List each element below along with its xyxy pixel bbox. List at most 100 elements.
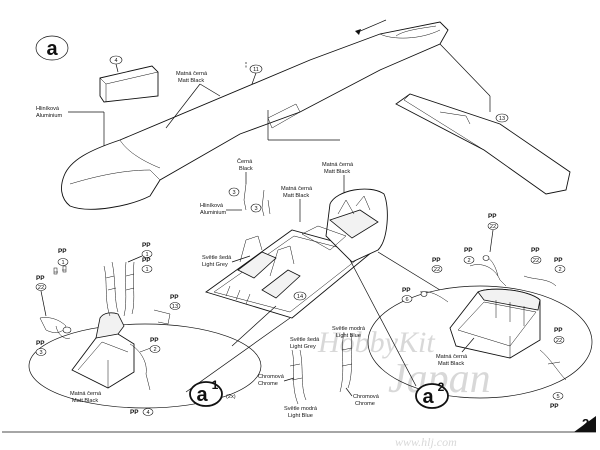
svg-text:Světle šedá: Světle šedá <box>290 337 320 343</box>
svg-text:Hliníková: Hliníková <box>200 203 224 209</box>
svg-text:a: a <box>46 38 58 60</box>
part-4-cover: 4 <box>99 55 159 103</box>
svg-text:1: 1 <box>145 267 148 273</box>
rear-bench-seat <box>449 288 541 359</box>
label-matt-black-fuselage: Matná černá Matt Black <box>165 71 221 129</box>
svg-text:3: 3 <box>254 206 257 212</box>
small-rod-parts: 3 3 <box>228 183 271 217</box>
part-11-fuselage-top: 11 <box>61 19 449 210</box>
svg-text:Matt Black: Matt Black <box>178 78 204 84</box>
svg-text:Chromová: Chromová <box>353 394 380 400</box>
svg-text:13: 13 <box>172 304 178 310</box>
label-light-grey-center: Světle šedá Light Grey <box>290 337 320 350</box>
label-light-grey-left: Světle šedá Light Grey <box>202 255 251 268</box>
subview-a2 <box>349 251 593 399</box>
svg-text:Matná černá: Matná černá <box>281 186 313 192</box>
svg-text:Hliníková: Hliníková <box>36 106 60 112</box>
svg-text:PP: PP <box>531 247 540 254</box>
label-light-blue-center: Světle modrá Light Blue <box>332 326 366 339</box>
subview-a1-badge: a 1 (2x) <box>189 378 236 407</box>
svg-text:Černá: Černá <box>237 158 253 165</box>
svg-text:2: 2 <box>438 380 445 394</box>
svg-text:PP: PP <box>58 248 67 255</box>
svg-text:3: 3 <box>39 350 42 356</box>
watermark: HobbyKit Japan www.hlj.com <box>317 326 491 449</box>
label-matt-black-cockpit-a: Matná černá Matt Black <box>281 186 313 222</box>
svg-text:(2x): (2x) <box>226 394 236 400</box>
pp-callouts-a2: PP 22 PP 2 PP 22 PP 2 PP 22 PP 6 PP 22 5… <box>401 213 566 410</box>
svg-text:1: 1 <box>212 378 219 392</box>
svg-text:PP: PP <box>130 409 139 416</box>
svg-text:Aluminium: Aluminium <box>36 113 62 119</box>
svg-text:PP: PP <box>36 275 45 282</box>
svg-text:Matná černá: Matná černá <box>436 354 468 360</box>
svg-text:a: a <box>422 386 434 408</box>
svg-text:Black: Black <box>239 166 253 172</box>
label-matt-black-seat-a2: Matná černá Matt Black <box>436 337 475 367</box>
part-14-cockpit-floor: 14 <box>204 229 373 319</box>
part-13-wing-panel: 13 <box>395 43 571 195</box>
svg-text:Light Blue: Light Blue <box>288 413 313 419</box>
svg-text:2: 2 <box>467 258 470 264</box>
front-seat-belts <box>39 261 171 391</box>
svg-text:Light Grey: Light Grey <box>202 262 228 268</box>
svg-text:Light Blue: Light Blue <box>336 333 361 339</box>
svg-text:22: 22 <box>556 338 562 344</box>
svg-text:PP: PP <box>550 403 559 410</box>
svg-text:Světle modrá: Světle modrá <box>284 406 318 412</box>
svg-text:11: 11 <box>253 67 259 73</box>
svg-text:Chrome: Chrome <box>355 401 375 407</box>
svg-text:Matná černá: Matná černá <box>70 391 102 397</box>
svg-text:Aluminium: Aluminium <box>200 210 226 216</box>
svg-text:1: 1 <box>145 252 148 258</box>
svg-text:Matná černá: Matná černá <box>176 71 208 77</box>
svg-text:PP: PP <box>554 327 563 334</box>
svg-text:2: 2 <box>582 416 589 431</box>
label-matt-black-seat-a1: Matná černá Matt Black <box>70 391 102 404</box>
svg-text:Matt Black: Matt Black <box>324 169 350 175</box>
svg-text:2: 2 <box>153 347 156 353</box>
front-seat <box>71 312 135 389</box>
center-belts <box>289 331 353 405</box>
svg-text:PP: PP <box>170 294 179 301</box>
label-light-blue-bottom: Světle modrá Light Blue <box>284 406 318 419</box>
svg-text:2: 2 <box>558 267 561 273</box>
svg-text:Matná černá: Matná černá <box>322 162 354 168</box>
svg-text:6: 6 <box>405 297 408 303</box>
svg-text:Světle modrá: Světle modrá <box>332 326 366 332</box>
label-aluminium-center: Hliníková Aluminium <box>200 203 242 216</box>
label-chrome-left: Chromová Chrome <box>258 374 295 387</box>
svg-text:5: 5 <box>556 394 559 400</box>
svg-text:PP: PP <box>464 247 473 254</box>
svg-text:PP: PP <box>150 337 159 344</box>
view-label-a: a <box>35 35 69 61</box>
watermark-line1: HobbyKit <box>317 326 435 359</box>
svg-text:a: a <box>196 384 208 406</box>
svg-text:Chromová: Chromová <box>258 374 285 380</box>
svg-text:22: 22 <box>38 285 44 291</box>
svg-text:PP: PP <box>142 242 151 249</box>
svg-text:22: 22 <box>490 224 496 230</box>
label-chrome-right: Chromová Chrome <box>345 387 380 407</box>
label-black-center: Černá Black <box>237 158 253 184</box>
svg-text:1: 1 <box>61 260 64 266</box>
svg-text:13: 13 <box>499 116 505 122</box>
watermark-url: www.hlj.com <box>395 435 457 449</box>
svg-text:22: 22 <box>434 267 440 273</box>
svg-text:22: 22 <box>533 258 539 264</box>
rear-bench-belts <box>419 255 567 381</box>
svg-text:Matt Black: Matt Black <box>438 361 464 367</box>
svg-text:Matt Black: Matt Black <box>283 193 309 199</box>
svg-text:3: 3 <box>232 190 235 196</box>
svg-text:PP: PP <box>36 340 45 347</box>
svg-text:Chrome: Chrome <box>258 381 278 387</box>
page-number-corner: 2 <box>574 416 596 432</box>
svg-text:14: 14 <box>297 294 303 300</box>
rear-bench-bulkhead <box>301 188 388 263</box>
svg-text:Light Grey: Light Grey <box>290 344 316 350</box>
svg-text:PP: PP <box>554 257 563 264</box>
svg-text:4: 4 <box>114 58 117 64</box>
svg-text:4: 4 <box>146 410 149 416</box>
subview-a1 <box>28 305 291 409</box>
